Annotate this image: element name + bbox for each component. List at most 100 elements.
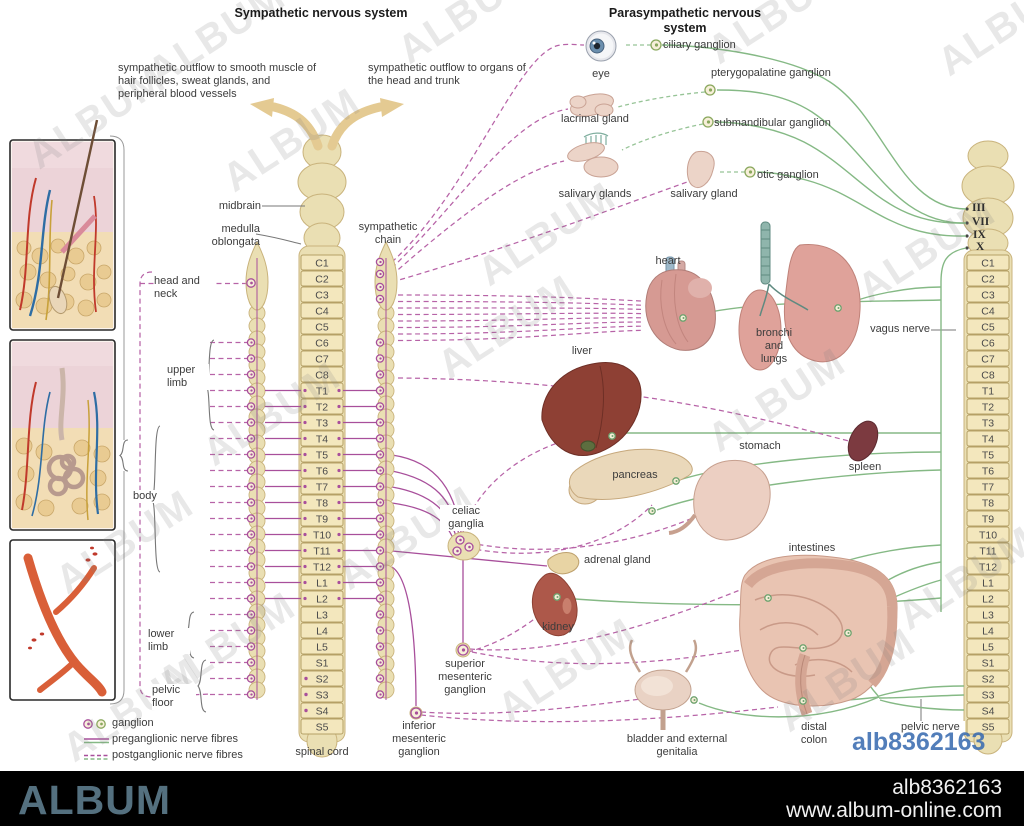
vagus-column-segment	[966, 606, 1010, 623]
fibre-root-dot	[303, 404, 307, 409]
ganglion-symbol-core	[379, 549, 382, 552]
leader-lines	[255, 205, 956, 722]
salivary-gland-illustration	[686, 150, 715, 188]
vagus-column-segment-label: C6	[981, 338, 995, 350]
skin-hair-follicle-panel	[9, 119, 116, 331]
ganglion-symbol-core	[250, 565, 253, 568]
ganglion-symbol-core	[250, 629, 253, 632]
ganglion-symbol-core	[379, 517, 382, 520]
vagus-column-segment-label: T2	[982, 402, 994, 414]
sweat-duct	[58, 367, 66, 441]
vagus-column-segment-label: L2	[982, 594, 994, 606]
spinal-cord-segment-label: T7	[316, 482, 328, 494]
ganglion-symbol-core	[379, 405, 382, 408]
vagus-column-segment	[966, 494, 1010, 511]
ganglion-symbol-core	[468, 545, 471, 549]
vagus-column-segment	[966, 334, 1010, 351]
fibre-root-dot	[303, 388, 307, 393]
ganglion-symbol-core	[379, 421, 382, 424]
spinal-cord-segment-label: C2	[315, 274, 329, 286]
bronchi-lungs-illustration	[738, 221, 861, 371]
pelvic-nerve-s3	[878, 694, 965, 699]
ganglion-symbol-core	[379, 613, 382, 616]
vagus-column-segment	[966, 510, 1010, 527]
postganglionic-fibre-heart	[397, 312, 642, 316]
vagus-column-segment-label: S3	[982, 690, 995, 702]
ganglion-symbol-core	[87, 722, 90, 726]
ganglion-symbol-core	[250, 661, 253, 664]
vagus-column-segment	[966, 254, 1010, 271]
ganglion-symbol-core	[379, 389, 382, 392]
arrector-pili-muscle	[60, 214, 97, 254]
spinal-cord-segment	[300, 270, 344, 287]
ganglion-symbol-core	[611, 434, 614, 438]
ganglion-symbol-core	[379, 453, 382, 456]
spinal-cord-segment-label: L1	[316, 578, 328, 590]
vagus-column-segment	[966, 318, 1010, 335]
vagus-column-segment-label: L1	[982, 578, 994, 590]
vagus-column-segment	[966, 446, 1010, 463]
vagus-column-segment	[966, 430, 1010, 447]
ganglion-symbol-core	[767, 596, 770, 600]
ganglion-symbol-core	[250, 533, 253, 536]
ganglion-symbol-core	[250, 341, 253, 344]
spinal-cord-segment	[300, 366, 344, 383]
spinal-cord-segment-label: S3	[316, 690, 329, 702]
footer-image-id: alb8362163	[892, 776, 1002, 799]
ganglion-symbol-core	[250, 281, 253, 285]
ganglion-symbol-core	[379, 297, 382, 301]
spinal-cord-segment-label: C4	[315, 306, 329, 318]
fibre-root-dot	[303, 516, 307, 521]
vagus-column-segment	[966, 686, 1010, 703]
spinal-cord-segment	[300, 686, 344, 703]
spinal-cord-segment-label: S1	[316, 658, 329, 670]
postganglionic-fibre-heart	[397, 307, 642, 310]
vagus-column-segment	[966, 542, 1010, 559]
vagus-column-segment	[966, 638, 1010, 655]
vagus-column-segment	[966, 286, 1010, 303]
ganglion-symbol-core	[379, 272, 382, 276]
spinal-cord-segment	[300, 670, 344, 687]
vagus-column-segment	[966, 590, 1010, 607]
vagus-column-segment	[966, 622, 1010, 639]
ganglion-symbol-core	[379, 629, 382, 632]
vagus-column-segment	[966, 382, 1010, 399]
vagus-column-segment	[966, 270, 1010, 287]
vagus-column-segment-label: S4	[982, 706, 995, 718]
parasympathetic-postganglionic-fibres	[617, 44, 745, 173]
cranial-dot-IX	[965, 234, 969, 238]
vagus-column-segment	[966, 654, 1010, 671]
ganglion-symbol-core	[250, 613, 253, 616]
cranial-dot-III	[965, 207, 969, 211]
spinal-cord-segment-label: T5	[316, 450, 328, 462]
vagus-column-segment-label: T4	[982, 434, 994, 446]
sweat-gland-coil	[46, 453, 86, 497]
ganglion-symbol-core	[379, 357, 382, 360]
vagus-column-segment	[966, 574, 1010, 591]
vagus-column-segment-label: S2	[982, 674, 995, 686]
vagus-column-segment-label: S5	[982, 722, 995, 734]
vagus-column-segment-label: C2	[981, 274, 995, 286]
cranial-dot-VII	[965, 221, 969, 225]
spinal-cord-segment	[300, 350, 344, 367]
fibre-root-dot	[337, 388, 341, 393]
ganglion-symbol-core	[706, 120, 711, 124]
vagus-column-segment	[966, 558, 1010, 575]
vagus-column-segment-label: T5	[982, 450, 994, 462]
ganglion-symbol-core	[414, 711, 419, 715]
fibre-root-dot	[337, 564, 341, 569]
fibre-root-dot	[303, 548, 307, 553]
spinal-cord-segment-label: C8	[315, 370, 329, 382]
liver-illustration	[541, 362, 642, 456]
fibre-root-dot	[337, 420, 341, 425]
spinal-cord-segment	[300, 318, 344, 335]
ganglion-symbol-core	[675, 479, 678, 483]
ganglion-symbol-core	[250, 677, 253, 680]
outflow-arrows	[250, 98, 404, 151]
vagus-column-segment-label: T9	[982, 514, 994, 526]
pelvic-nerve-s4	[879, 699, 965, 711]
adrenal-gland-illustration	[547, 552, 580, 575]
arrow-left	[269, 102, 323, 151]
ganglion-symbol-core	[379, 485, 382, 488]
fibre-root-dot	[337, 436, 341, 441]
